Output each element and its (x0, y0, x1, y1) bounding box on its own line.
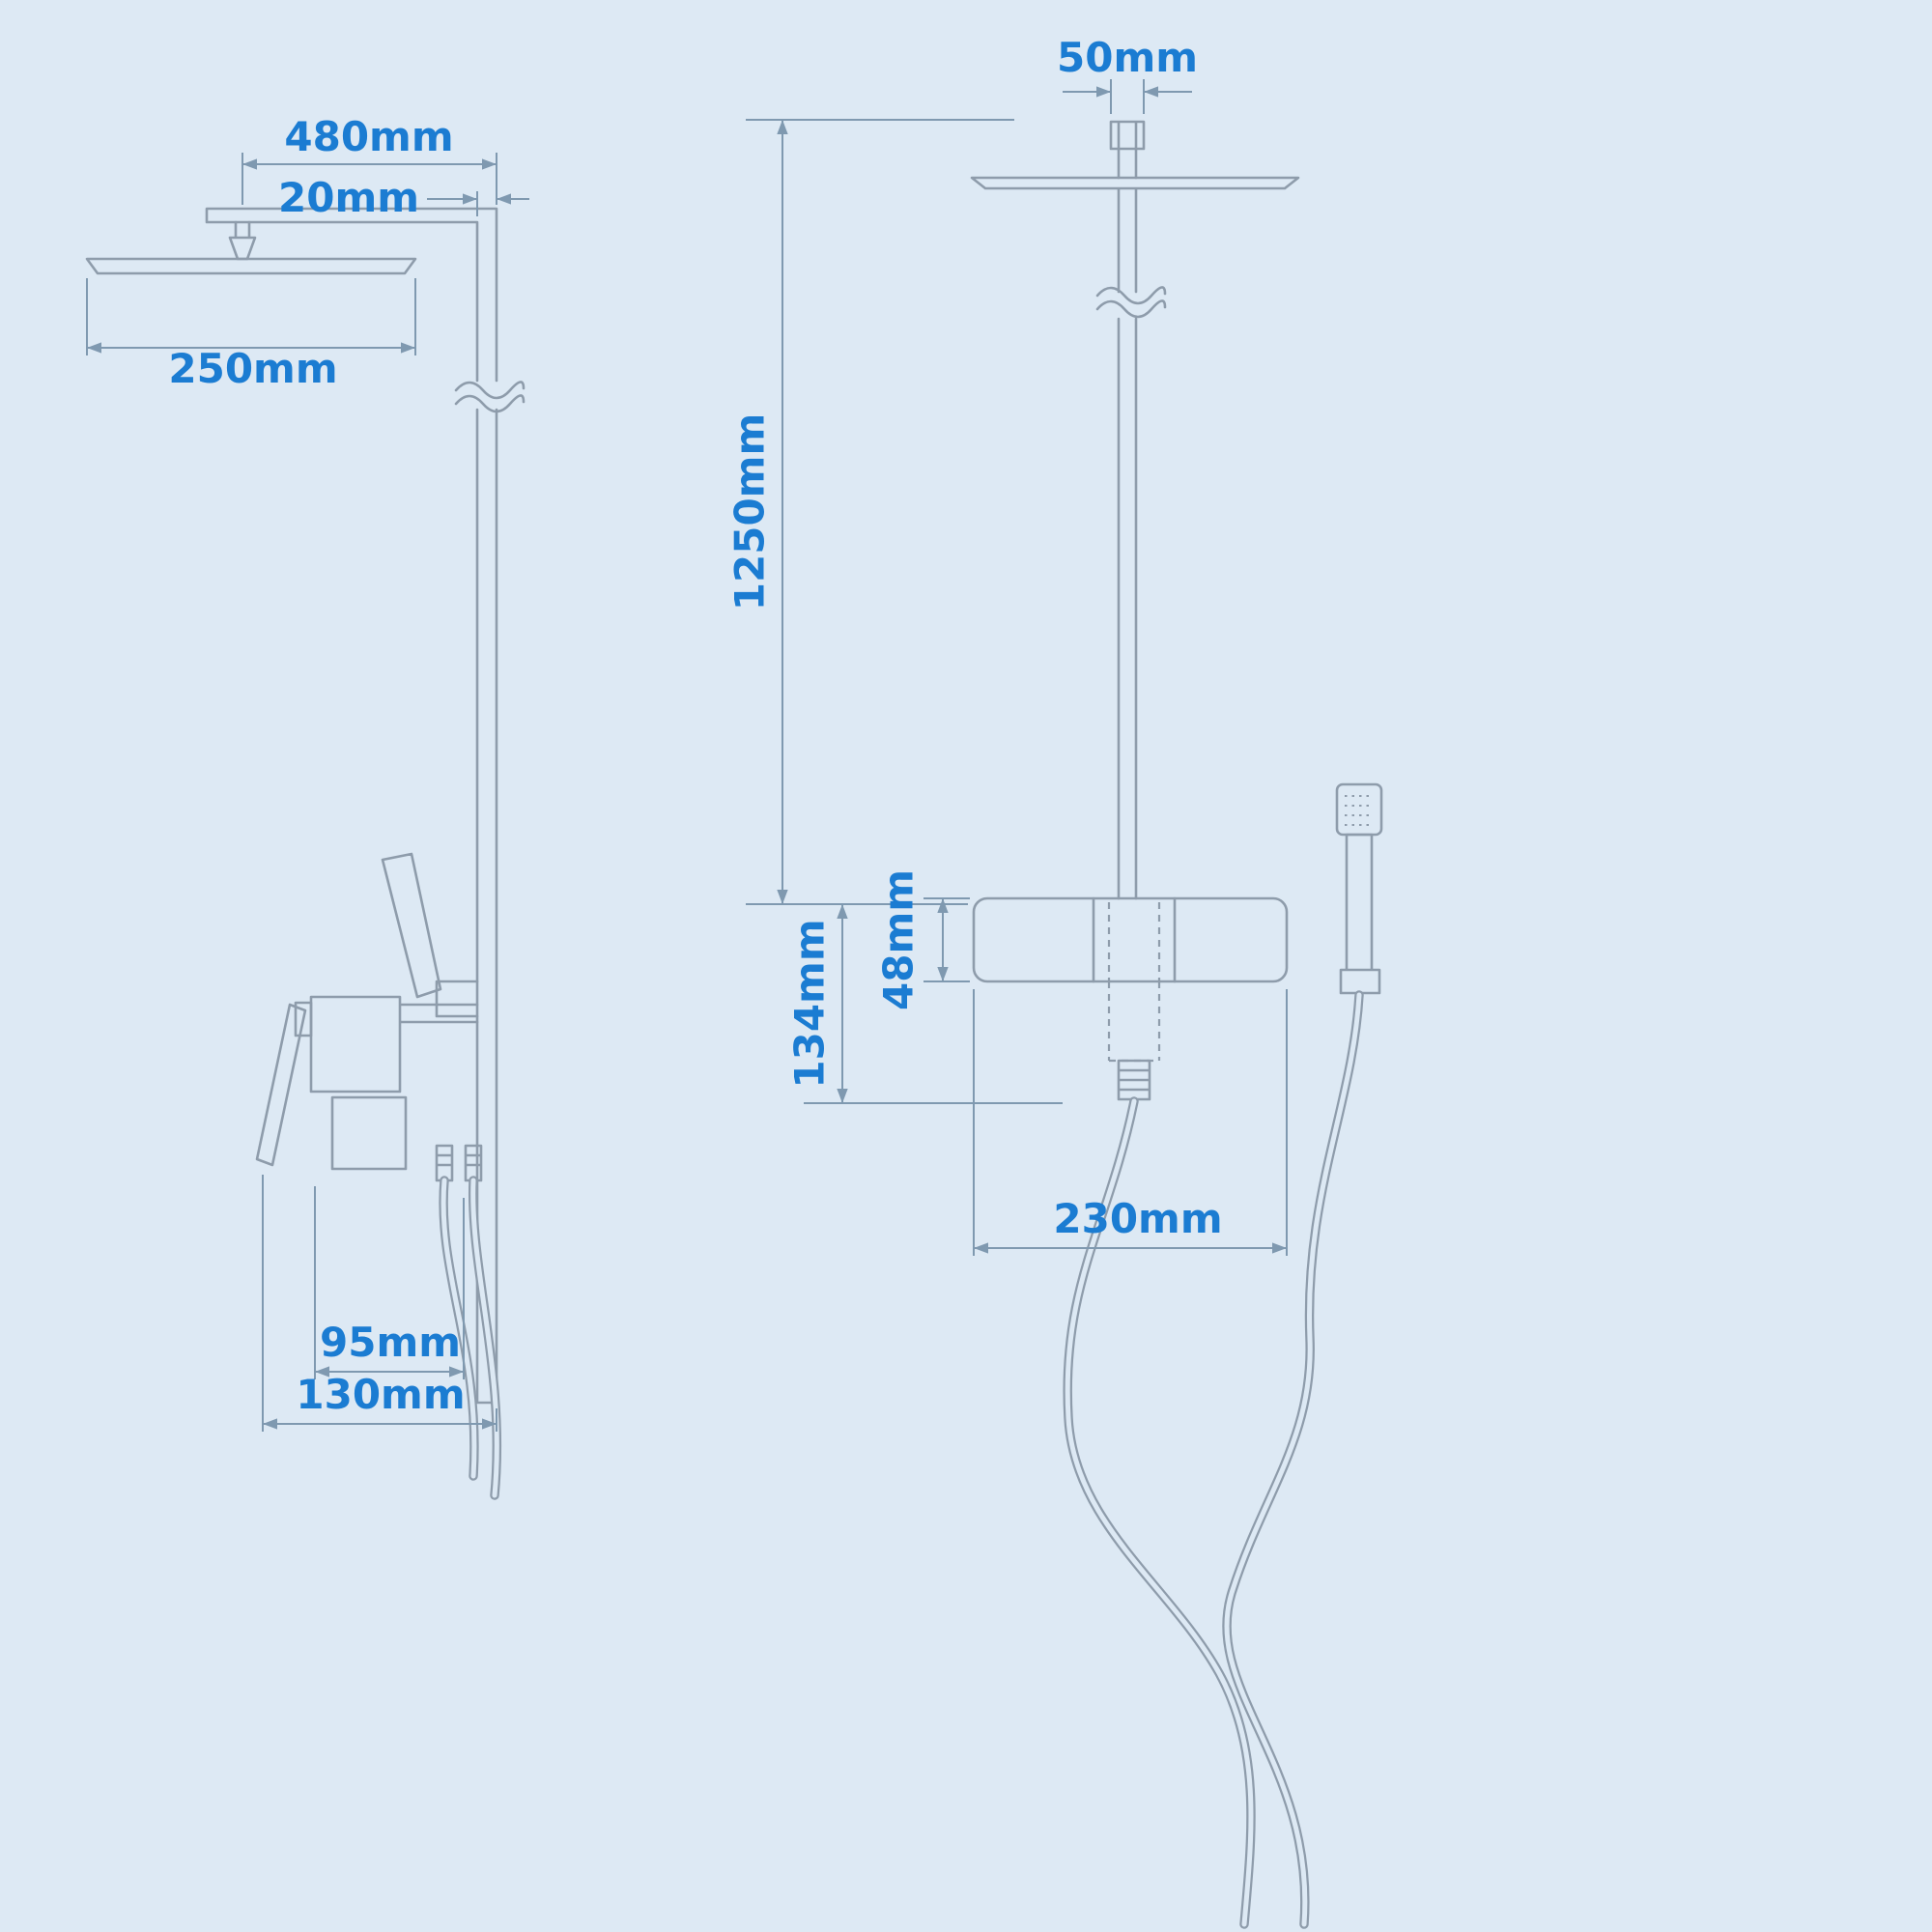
dimension-valve-offset: 95mm (314, 1186, 465, 1379)
front-view: 50mm 1250mm 134mm 48mm 230mm (726, 34, 1383, 1929)
shower-head-front (970, 176, 1300, 190)
ceiling-inlet-fitting (1109, 120, 1146, 151)
dim-label-riser-height: 1250mm (726, 413, 774, 611)
head-connector (228, 220, 257, 261)
mixer-handle-lever (255, 1001, 313, 1167)
shower-head-side (85, 257, 417, 275)
dimension-pipe-width: 20mm (278, 174, 529, 221)
dim-label-bar-width: 230mm (1053, 1195, 1222, 1242)
dim-label-pipe-width: 20mm (278, 174, 419, 221)
mixer-bar-center-section (1092, 896, 1177, 983)
pipe-break-symbol (454, 381, 526, 413)
hose (470, 1178, 499, 1498)
dimension-riser-height: 1250mm (726, 119, 1014, 905)
hose-connectors (435, 1144, 483, 1182)
diverter-hidden-outline (1107, 902, 1161, 1063)
dimension-head-width: 250mm (86, 278, 416, 392)
mixer-valve-body (309, 995, 479, 1171)
dim-label-head-width: 250mm (168, 345, 337, 392)
dimension-lower-section: 134mm (786, 904, 1063, 1104)
hand-shower-spray-face (1345, 795, 1374, 826)
dimension-inlet-width: 50mm (1057, 34, 1198, 114)
hand-shower-wand-side (381, 852, 479, 1018)
extension-line (923, 897, 970, 982)
dim-label-lower-section: 134mm (786, 919, 834, 1088)
riser-pipe-front (1117, 147, 1138, 900)
extension-line (86, 278, 416, 355)
hose-outlet-nozzle (1117, 1059, 1151, 1101)
dimension-overall-depth: 130mm (262, 1175, 497, 1432)
extension-line (746, 119, 1014, 905)
extension-line (973, 989, 1288, 1256)
mixer-bar-front (972, 896, 1289, 983)
dim-label-valve-offset: 95mm (320, 1319, 461, 1366)
pipe-break-symbol (1095, 286, 1167, 319)
hand-shower-handle (1339, 833, 1381, 995)
dimension-bar-height: 48mm (875, 869, 970, 1010)
hose (1224, 992, 1362, 1927)
dim-label-inlet-width: 50mm (1057, 34, 1198, 81)
dim-label-arm-length: 480mm (284, 113, 453, 160)
extension-line (1110, 79, 1145, 114)
extension-line (314, 1186, 465, 1379)
extension-line (262, 1175, 497, 1432)
dim-label-overall-depth: 130mm (296, 1371, 465, 1418)
dim-label-bar-height: 48mm (875, 869, 923, 1010)
dimension-bar-width: 230mm (973, 989, 1288, 1256)
dimension-arm-length: 480mm (242, 113, 497, 205)
hand-shower-head (1335, 782, 1383, 837)
shower-arm-and-riser-pipe (205, 207, 498, 1405)
side-view: 480mm 20mm 250mm 95mm 130mm (85, 113, 529, 1500)
